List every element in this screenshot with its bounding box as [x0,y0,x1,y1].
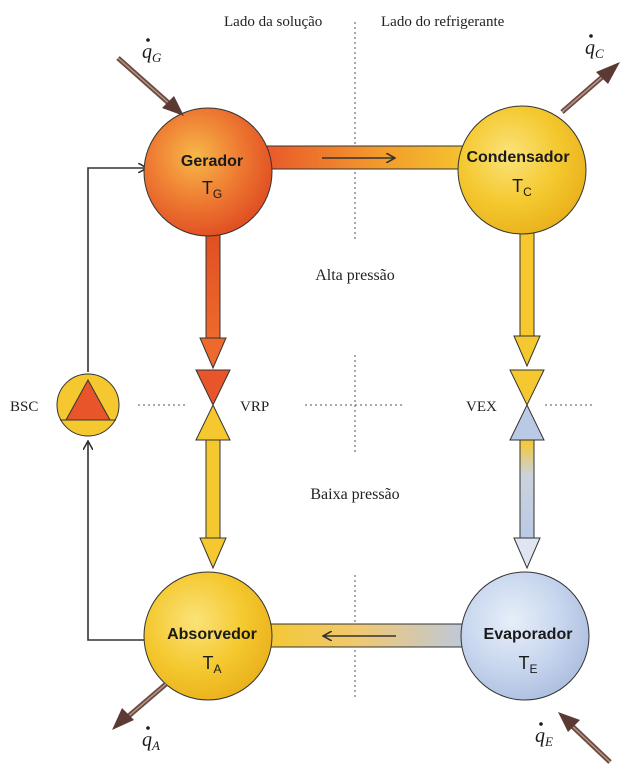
generator-temp-sub: G [213,187,222,201]
solution-line-pump-to-generator [87,168,146,372]
condenser-temp: TC [512,176,532,199]
arrowhead-generator-valve [199,337,227,370]
heat-absorber-dot [146,726,150,730]
generator-name: Gerador [181,153,243,170]
pump-label: BSC [10,399,38,415]
generator-temp: TG [202,178,222,201]
heat-evaporator-dot [539,722,543,726]
condenser-name: Condensador [466,149,569,166]
evaporator-circle [460,571,590,701]
evaporator-temp-main: T [518,653,529,673]
pump-bsc [56,373,120,437]
heat-condenser-sub: C [595,46,604,61]
arrowhead-condenser-valve [513,335,541,368]
heat-evaporator-symbol: q [535,725,545,747]
valve-vex [509,369,545,441]
evaporator-temp: TE [518,653,537,676]
heat-label-absorber: qA [142,726,160,753]
absorber-circle [143,571,273,701]
heat-generator-symbol: q [142,41,152,63]
valve-vrp [195,369,231,441]
evaporator-temp-sub: E [529,662,537,676]
absorber-name: Absorvedor [167,626,257,643]
pipe-condenser-valve [519,229,535,339]
svg-text:qG: qG [142,41,162,65]
header-solution-side: Lado da solução [224,14,322,30]
heat-label-generator: qG [142,38,162,65]
zone-high-pressure: Alta pressão [315,267,395,284]
separator-lines [138,22,595,700]
heat-absorber-symbol: q [142,729,152,751]
absorber-temp-sub: A [213,662,221,676]
generator-circle [143,107,273,237]
pipe-generator-valve [205,229,221,341]
arrowhead-valve-absorber [199,537,227,570]
svg-text:qA: qA [142,729,160,753]
absorber-temp-main: T [202,653,213,673]
condenser-circle [457,105,587,235]
heat-arrow-evaporator [558,712,612,764]
condenser-temp-main: T [512,176,523,196]
heat-absorber-sub: A [151,738,160,753]
heat-arrow-condenser [560,62,620,114]
heat-arrow-generator [116,56,184,116]
svg-text:qC: qC [585,37,604,61]
heat-arrow-absorber [112,682,168,730]
heat-label-evaporator: qE [535,722,553,749]
condenser-temp-sub: C [523,185,532,199]
solution-line-absorber-to-pump [88,442,146,641]
heat-label-condenser: qC [585,34,604,61]
heat-generator-dot [146,38,150,42]
pipe-valve-evaporator [519,439,535,541]
heat-condenser-symbol: q [585,37,595,59]
heat-condenser-dot [589,34,593,38]
heat-evaporator-sub: E [544,734,553,749]
header-refrigerant-side: Lado do refrigerante [381,14,505,30]
heat-generator-sub: G [152,50,162,65]
absorber-temp: TA [202,653,221,676]
arrowhead-valve-evaporator [513,537,541,570]
valve-vex-label: VEX [466,399,497,415]
svg-text:qE: qE [535,725,553,749]
evaporator-name: Evaporador [484,626,573,643]
pump-triangle-icon [65,378,111,421]
valve-vrp-label: VRP [240,399,269,415]
zone-low-pressure: Baixa pressão [310,486,399,503]
generator-temp-main: T [202,178,213,198]
pipe-valve-absorber [205,439,221,541]
